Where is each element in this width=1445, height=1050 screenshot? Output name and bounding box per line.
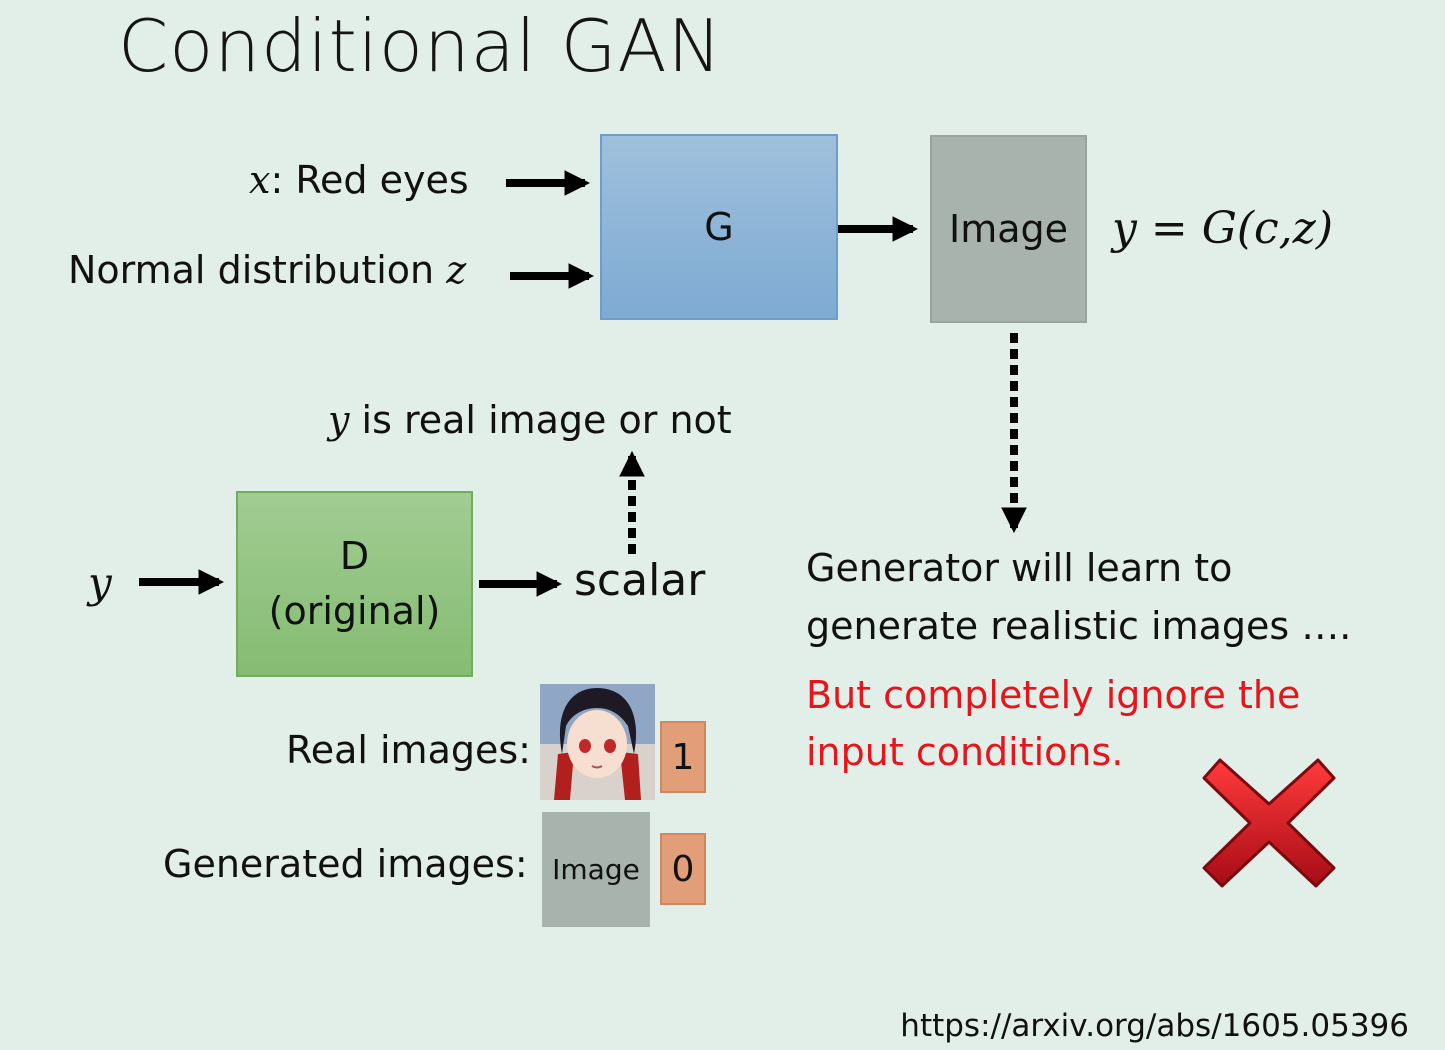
warning-line-2: input conditions. xyxy=(806,730,1124,774)
generated-image-thumbnail: Image xyxy=(542,812,650,927)
reference-url[interactable]: https://arxiv.org/abs/1605.05396 xyxy=(900,1008,1409,1044)
input-x-label: x: Red eyes xyxy=(249,158,469,202)
generated-image-box: Image xyxy=(930,135,1087,323)
input-z-text: Normal distribution xyxy=(68,248,435,292)
generated-images-label: Generated images: xyxy=(163,842,528,886)
discriminator-box: D (original) xyxy=(236,491,473,677)
question-text: is real image or not xyxy=(349,398,732,442)
generator-box: G xyxy=(600,134,838,320)
x-variable: x xyxy=(249,158,271,202)
generator-equation: y = G(c,z) xyxy=(1112,203,1333,254)
d-label: D xyxy=(339,533,370,578)
real-images-label: Real images: xyxy=(286,728,531,772)
input-x-text: : Red eyes xyxy=(270,158,469,202)
slide-title: Conditional GAN xyxy=(118,4,723,88)
anime-face-thumbnail xyxy=(540,684,655,800)
warning-line-1: But completely ignore the xyxy=(806,673,1301,717)
y-variable: y xyxy=(328,398,350,442)
real-label-box: 1 xyxy=(660,721,706,793)
discriminator-input-y: y xyxy=(88,558,112,607)
red-x-icon xyxy=(1198,752,1340,894)
d-sublabel: (original) xyxy=(268,589,441,633)
z-variable: z xyxy=(446,248,467,292)
scalar-label: scalar xyxy=(574,555,706,606)
generated-label-box: 0 xyxy=(660,833,706,905)
note-line-2: generate realistic images …. xyxy=(806,604,1352,648)
note-line-1: Generator will learn to xyxy=(806,546,1233,590)
input-z-label: Normal distribution z xyxy=(68,248,466,292)
discriminator-question: y is real image or not xyxy=(328,398,732,442)
